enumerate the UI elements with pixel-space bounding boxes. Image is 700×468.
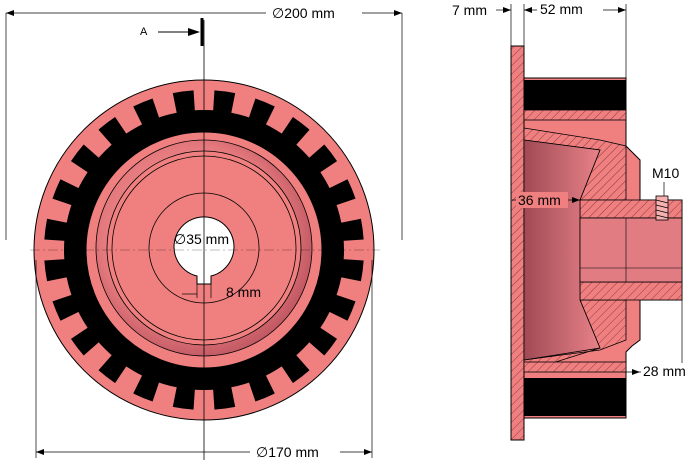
dim-28-arrow-left bbox=[632, 369, 640, 375]
pulley-tooth bbox=[281, 116, 310, 146]
bore-label: ∅35 mm bbox=[174, 231, 229, 247]
pulley-tooth bbox=[328, 294, 356, 321]
outer-diameter-label: ∅200 mm bbox=[272, 5, 335, 21]
thread-label: M10 bbox=[652, 165, 679, 181]
pulley-tooth bbox=[133, 98, 160, 126]
dim-170-arrow-left bbox=[36, 449, 44, 455]
rim-hatch-bottom bbox=[523, 361, 627, 373]
pulley-tooth bbox=[172, 386, 195, 410]
section-bore bbox=[579, 217, 683, 283]
hub-label: 28 mm bbox=[643, 363, 686, 379]
pulley-tooth bbox=[70, 327, 100, 356]
pulley-tooth bbox=[340, 218, 364, 241]
dim-52-label-bg bbox=[537, 1, 603, 17]
section-marker-label: A bbox=[140, 26, 148, 38]
flange-thickness-label: 7 mm bbox=[452, 2, 487, 18]
pulley-tooth bbox=[52, 179, 80, 206]
pulley-tooth bbox=[98, 354, 127, 384]
front-view: ∅200 mm A ∅35 mm 8 mm ∅170 mm bbox=[5, 5, 403, 460]
thread-marks bbox=[655, 199, 669, 219]
pulley-tooth bbox=[44, 259, 68, 282]
keyway-label: 8 mm bbox=[226, 284, 261, 300]
rim-teeth-bottom bbox=[524, 378, 626, 416]
pulley-tooth bbox=[340, 259, 364, 282]
hub-hatch-bottom bbox=[579, 281, 683, 301]
pulley-tooth bbox=[213, 386, 236, 410]
dim-170-arrow-right bbox=[364, 449, 372, 455]
width-label: 52 mm bbox=[540, 1, 583, 17]
pulley-tooth bbox=[248, 98, 275, 126]
rim-hatch-top bbox=[523, 109, 627, 121]
pulley-tooth bbox=[281, 354, 310, 384]
pulley-tooth bbox=[248, 374, 275, 402]
dim-28-label-bg bbox=[641, 363, 696, 379]
dim-52-arrow-left bbox=[524, 7, 532, 13]
dim-200-arrow-left bbox=[6, 10, 14, 16]
pulley-tooth bbox=[70, 144, 100, 173]
dim-200-arrow-right bbox=[394, 10, 402, 16]
pulley-tooth bbox=[52, 294, 80, 321]
pulley-tooth bbox=[213, 90, 236, 114]
flange-hatch bbox=[510, 45, 525, 441]
rim-teeth-top bbox=[524, 80, 626, 110]
bolt-circle-label: ∅170 mm bbox=[256, 444, 319, 460]
dim-170-label-bg bbox=[250, 442, 340, 460]
dim-36-arrow bbox=[572, 197, 580, 203]
section-arrow-head bbox=[188, 28, 200, 36]
pulley-tooth bbox=[133, 374, 160, 402]
side-section-view: M10 7 mm 52 mm 36 mm 28 mm bbox=[452, 1, 696, 441]
pulley-tooth bbox=[308, 327, 338, 356]
pulley-tooth bbox=[172, 90, 195, 114]
pulley-teeth-ring bbox=[44, 90, 364, 410]
pulley-tooth bbox=[44, 218, 68, 241]
pulley-tooth bbox=[308, 144, 338, 173]
dim-36-label-bg bbox=[516, 192, 568, 208]
pulley-tooth bbox=[328, 179, 356, 206]
recess-label: 36 mm bbox=[518, 192, 561, 208]
pulley-tooth bbox=[98, 116, 127, 146]
dim-52-arrow-right bbox=[618, 7, 626, 13]
dim-7-arrow bbox=[503, 7, 511, 13]
